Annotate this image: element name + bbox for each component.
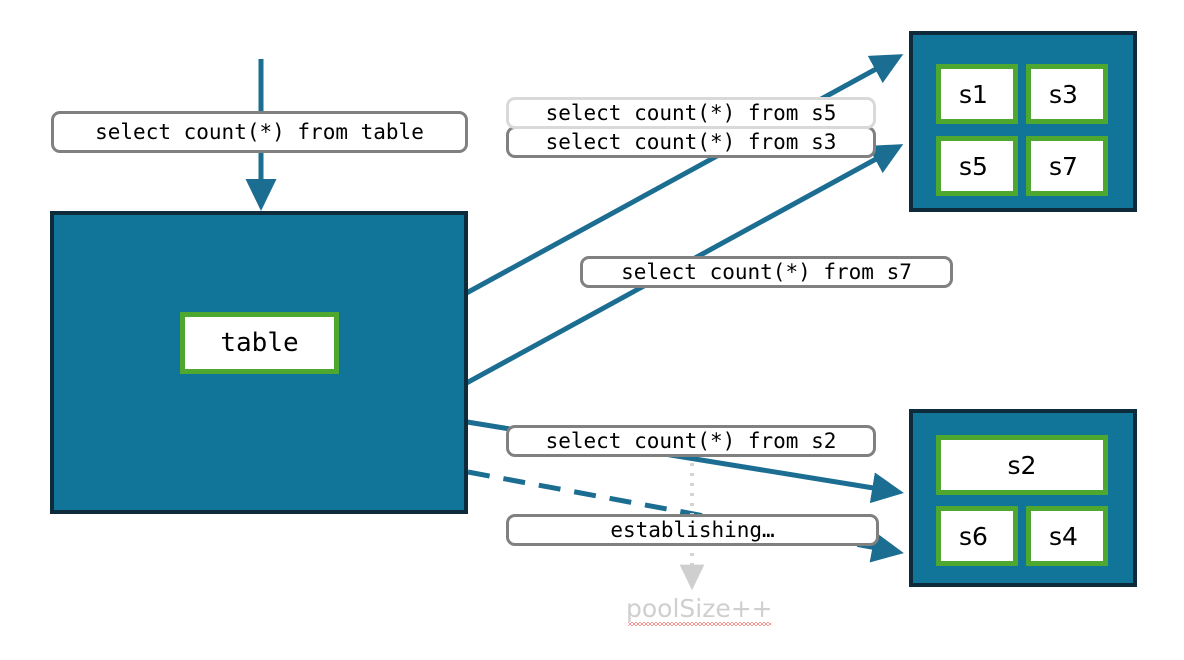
node-table-label: table [220,328,299,358]
server-node-s4-label: s4 [1049,521,1078,551]
server-node-s1-label: s1 [959,79,988,109]
server-node-s7[interactable]: s7 [1026,136,1108,196]
server-node-s3[interactable]: s3 [1026,64,1108,124]
annotation-poolsize: poolSize++ [626,594,773,626]
status-establishing-chip[interactable]: establishing… [506,514,879,546]
query-s5-chip[interactable]: select count(*) from s5 [506,97,876,129]
spellcheck-underline [628,622,771,626]
annotation-poolsize-text: poolSize++ [626,594,773,623]
query-s7-chip[interactable]: select count(*) from s7 [580,256,953,288]
query-s7-label: select count(*) from s7 [621,260,912,284]
query-s3-chip[interactable]: select count(*) from s3 [506,126,876,158]
server-node-s6[interactable]: s6 [936,506,1018,566]
query-table-label: select count(*) from table [95,120,424,144]
server-node-s3-label: s3 [1049,79,1078,109]
server-node-s7-label: s7 [1049,151,1078,181]
server-node-s1[interactable]: s1 [936,64,1018,124]
query-table-chip[interactable]: select count(*) from table [51,111,468,153]
server-node-s2[interactable]: s2 [936,435,1108,495]
server-node-s2-label: s2 [1007,450,1037,480]
server-node-s4[interactable]: s4 [1026,506,1108,566]
node-table[interactable]: table [180,312,339,374]
server-node-s5-label: s5 [959,151,988,181]
query-s5-label: select count(*) from s5 [545,101,837,125]
status-establishing-label: establishing… [610,518,775,542]
query-s3-label: select count(*) from s3 [545,130,837,154]
server-node-s6-label: s6 [959,521,988,551]
query-s2-label: select count(*) from s2 [545,429,837,453]
query-s2-chip[interactable]: select count(*) from s2 [506,425,876,457]
server-node-s5[interactable]: s5 [936,136,1018,196]
